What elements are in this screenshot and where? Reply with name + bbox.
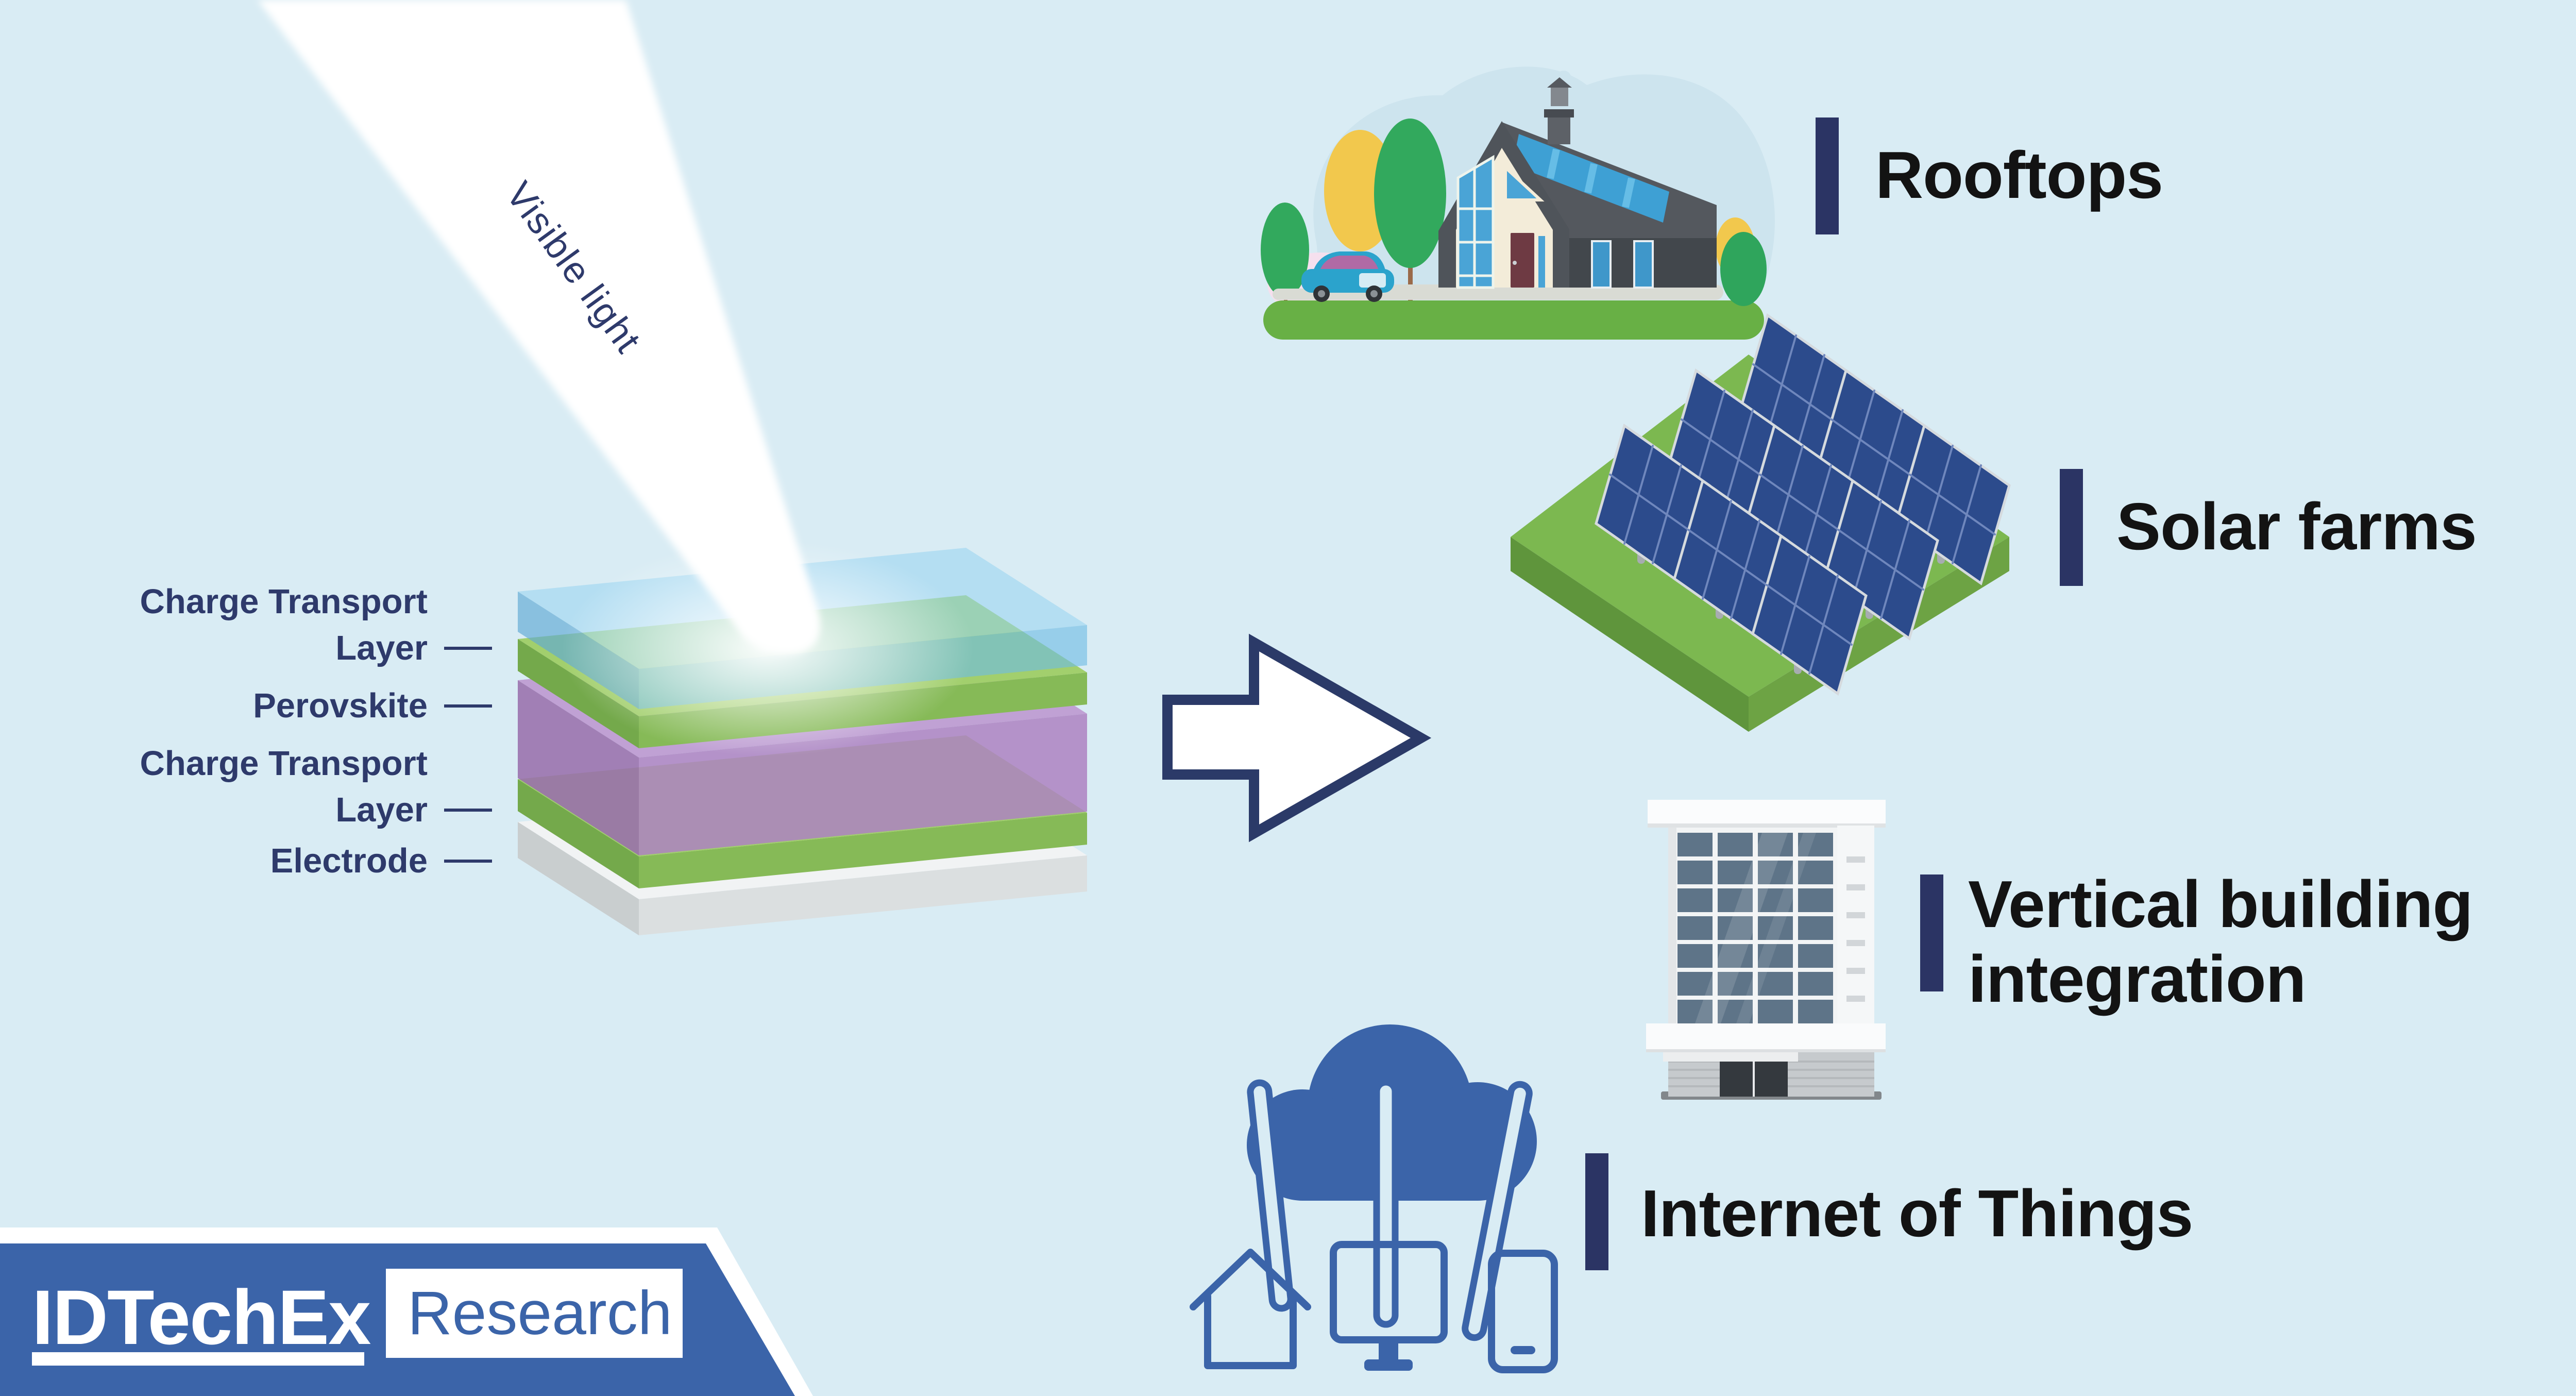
tree-trunk-large <box>1408 258 1413 303</box>
iot-cloud-icon <box>1190 1024 1558 1373</box>
label-leader-lines <box>444 647 492 863</box>
right-arrow-icon <box>1162 633 1432 843</box>
right-wall-window-1 <box>1591 240 1612 289</box>
iot-label: Internet of Things <box>1641 1176 2193 1251</box>
visible-light-beam <box>258 0 974 756</box>
light-beam-shape <box>258 0 820 654</box>
window-streak-2 <box>1736 833 1816 1023</box>
tree-small <box>1261 203 1309 297</box>
farm-platform-right-side <box>1749 537 2009 732</box>
logo-underline <box>32 1352 364 1366</box>
logo-division-text: Research <box>408 1279 672 1348</box>
gable-triangle-window <box>1504 164 1545 201</box>
solar-stripe-2 <box>1584 163 1598 194</box>
door-sidelight <box>1538 236 1545 288</box>
stem-left <box>1247 1079 1294 1312</box>
light-impact-glow <box>562 540 974 756</box>
ctl-lower-front-face <box>639 813 1087 888</box>
tree-large <box>1374 119 1446 268</box>
front-door <box>1511 233 1534 288</box>
chimney-cap <box>1544 109 1574 117</box>
building-top-cap <box>1648 800 1886 826</box>
chimney <box>1548 114 1570 144</box>
mid-band-shadow <box>1646 1049 1886 1052</box>
roof-vent-cap <box>1547 77 1572 88</box>
vertical-building-label-line1: Vertical building <box>1968 867 2473 941</box>
logo-research-box: Research <box>386 1269 683 1358</box>
layer-label-ct-lower-line1: Charge Transport <box>140 744 428 783</box>
electrode-left-face <box>518 822 639 935</box>
monitor-base <box>1364 1359 1413 1371</box>
solar-panel <box>1823 478 1939 641</box>
house-building <box>1438 77 1717 289</box>
smart-home-walls <box>1204 1292 1297 1369</box>
solar-farms-accent-bar <box>2060 469 2083 586</box>
layer-label-ct-lower-line2: Layer <box>335 790 428 829</box>
grass-ground <box>1263 300 1764 340</box>
cloud-connector-stems <box>1247 1079 1533 1341</box>
layer-label-perovskite: Perovskite <box>253 686 428 725</box>
solar-panel <box>1751 533 1868 696</box>
vertical-building-label-line2: integration <box>1968 942 2306 1016</box>
cap-shadow <box>1648 823 1886 828</box>
solar-farms-label: Solar farms <box>2116 490 2477 564</box>
monitor-stand <box>1379 1340 1398 1359</box>
stem-right <box>1462 1081 1533 1341</box>
layer-label-ct-upper-line2: Layer <box>335 629 428 667</box>
perovskite-left-face <box>518 680 639 855</box>
electrode-front-face <box>639 855 1087 935</box>
layer-label-ct-upper-line1: Charge Transport <box>140 582 428 621</box>
solar-panel <box>1894 423 2011 586</box>
car-hub-front <box>1370 290 1378 297</box>
ctl-upper-left-face <box>518 639 639 748</box>
smart-home-roof <box>1190 1249 1311 1310</box>
layer-label-electrode: Electrode <box>270 842 428 880</box>
logo-brand-text: IDTechEx <box>32 1274 371 1360</box>
building-mid-band <box>1646 1023 1886 1052</box>
iot-accent-bar <box>1585 1153 1608 1270</box>
solar-stripe-3 <box>1622 177 1635 208</box>
house-icon <box>1261 66 1775 340</box>
rooftops-label: Rooftops <box>1875 138 2163 212</box>
stem-middle <box>1373 1079 1399 1328</box>
car-grill <box>1359 273 1386 288</box>
phone-home-button <box>1511 1346 1535 1354</box>
entrance-canopy <box>1663 1052 1798 1062</box>
roof-vent <box>1551 88 1568 106</box>
office-building-icon <box>1646 800 1886 1100</box>
ctl-lower-left-face <box>518 779 639 888</box>
smartphone <box>1488 1250 1558 1373</box>
solar-panel <box>1673 478 1789 641</box>
farm-platform-left-side <box>1511 537 1749 732</box>
car-hub-rear <box>1318 290 1325 297</box>
vertical-building-accent-bar <box>1920 874 1943 991</box>
solar-panel-array <box>1595 313 2011 696</box>
window-streak-1 <box>1695 833 1788 1023</box>
path-strip <box>1355 284 1723 300</box>
building-window-grid <box>1677 833 1833 1023</box>
bush-right <box>1720 232 1767 306</box>
door-knob <box>1513 261 1517 265</box>
solar-farm-icon <box>1511 313 2011 732</box>
car-icon <box>1301 251 1394 302</box>
right-wall-window-2 <box>1633 240 1654 289</box>
car-windshield <box>1320 256 1379 270</box>
solar-stripe-1 <box>1547 148 1560 179</box>
rooftops-accent-bar <box>1816 117 1839 234</box>
